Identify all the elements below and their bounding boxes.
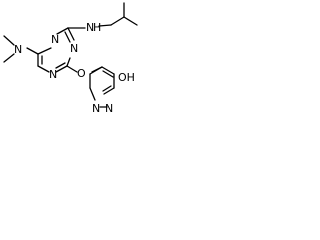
bond-nh-ch2 [98,24,112,27]
bond-ch-ch3-right [123,16,138,26]
bond-pyridazine-1-double [102,70,114,78]
atom-labels: N H N N N N O N N OH [14,21,135,115]
bond-triazine-7 [66,57,71,67]
atom-label-n: N [14,43,22,56]
atom-label-n: N [70,42,78,55]
bond-nme2-ch3-up [3,35,15,46]
atom-label-n: N [86,21,94,34]
bond-c-o [66,65,78,73]
atom-label-n: N [51,33,59,46]
bond-triazine-6 [55,65,68,73]
bond-ch2-ch [110,16,125,26]
bond-pyridazine-6 [89,87,96,101]
bond-pyridazine-1 [101,66,115,75]
chemical-structure: N H N N N N O N N OH [3,2,138,115]
bond-triazine-1 [56,27,69,35]
atom-label-n: N [49,68,57,81]
bond-pyridazine-3-double [102,85,112,92]
bond-triazine-2-double [64,31,71,43]
bond-triazine-2 [67,27,75,41]
bond-nme2-ch3-down [3,53,15,63]
bond-pyridazine-4 [89,66,103,75]
bond-c-nme2 [26,47,39,55]
atom-label-oh: OH [118,71,135,84]
atom-label-n: N [92,102,100,115]
bonds [3,2,138,108]
bond-triazine-5 [37,65,50,73]
atom-label-h: H [93,21,101,34]
atom-label-o: O [77,67,86,80]
atom-label-n: N [105,102,113,115]
bond-pyridazine-3 [103,87,115,95]
bond-triazine-6-double [55,62,66,69]
bond-triazine-3 [37,47,52,55]
